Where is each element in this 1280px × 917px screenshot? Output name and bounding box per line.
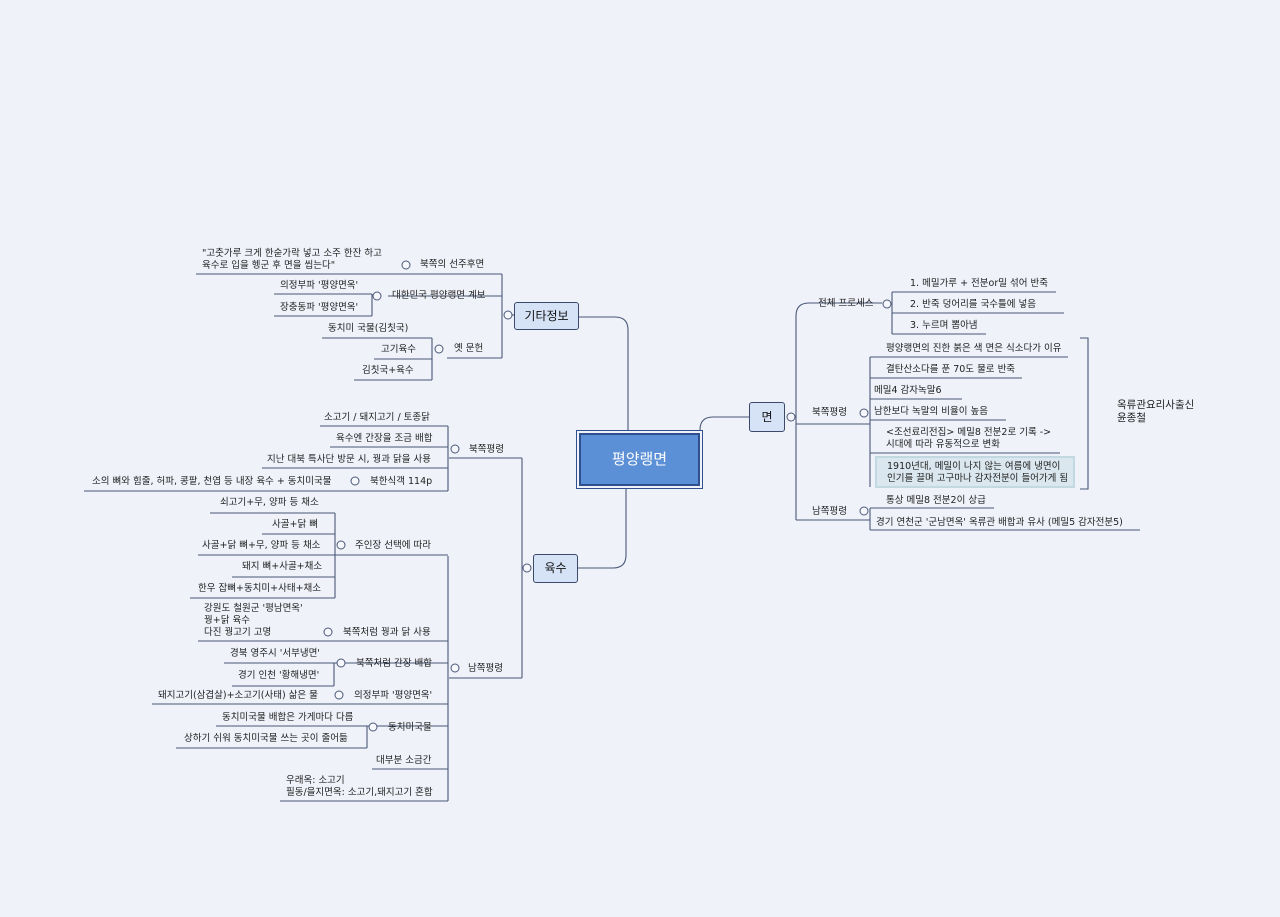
broth-dongchimi-item[interactable]: 동치미국물 배합은 가게마다 다름 xyxy=(222,712,354,723)
misc-quote-line1[interactable]: "고춧가루 크게 한숟가락 넣고 소주 한잔 하고 xyxy=(202,248,382,259)
broth-pheasant-line[interactable]: 다진 꿩고기 고명 xyxy=(204,627,272,638)
noodle-source-line1[interactable]: 옥류관요리사출신 xyxy=(1117,399,1195,411)
broth-ulmildae-line2[interactable]: 필동/을지면옥: 소고기,돼지고기 혼합 xyxy=(286,787,433,798)
misc-dongchimi[interactable]: 동치미 국물(김칫국) xyxy=(328,323,409,334)
noodle-south-item[interactable]: 경기 연천군 '군남면옥' 옥류관 배합과 유사 (메밀5 감자전분5) xyxy=(876,517,1123,528)
noodle-highlight-box[interactable]: 1910년대, 메밀이 나지 않는 여름에 냉면이 인기를 끌며 고구마나 감자… xyxy=(875,456,1075,488)
broth-owner-item[interactable]: 사골+닭 뼈 xyxy=(272,519,318,530)
noodle-process-label[interactable]: 전체 프로세스 xyxy=(818,298,874,309)
noodle-process-step[interactable]: 2. 반죽 덩어리를 국수틀에 넣음 xyxy=(910,299,1037,310)
noodle-north-label[interactable]: 북쪽평령 xyxy=(812,407,847,418)
broth-pheasant-line[interactable]: 강원도 철원군 '평남면옥' xyxy=(204,603,303,614)
broth-owner-item[interactable]: 쇠고기+무, 양파 등 채소 xyxy=(220,497,319,508)
broth-north-diet-detail[interactable]: 소의 뼈와 힘줄, 허파, 콩팥, 천엽 등 내장 육수 + 동치미국물 xyxy=(92,476,332,487)
noodle-north-item[interactable]: 남한보다 녹말의 비율이 높음 xyxy=(874,406,988,417)
noodle-north-item[interactable]: 메밀4 감자녹말6 xyxy=(874,385,942,396)
broth-north-item[interactable]: 육수엔 간장을 조금 배합 xyxy=(336,433,433,444)
noodle-north-item[interactable]: 평양랭면의 진한 붉은 색 면은 식소다가 이유 xyxy=(886,343,1062,354)
misc-northern-after-drink[interactable]: 북쪽의 선주후면 xyxy=(420,259,485,270)
noodle-process-step[interactable]: 3. 누르며 뽑아냄 xyxy=(910,320,978,331)
misc-kimchi-broth[interactable]: 김칫국+육수 xyxy=(362,365,414,376)
misc-jangchung[interactable]: 장충동파 '평양면옥' xyxy=(280,302,359,313)
broth-pheasant-label[interactable]: 북쪽처럼 꿩과 닭 사용 xyxy=(343,627,431,638)
noodle-source-line2[interactable]: 윤종철 xyxy=(1117,412,1146,424)
broth-uijeongbu-detail[interactable]: 돼지고기(삼겹살)+소고기(사태) 삶은 물 xyxy=(158,690,318,701)
broth-north-item[interactable]: 소고기 / 돼지고기 / 토종닭 xyxy=(324,412,430,423)
noodle-record-line1[interactable]: <조선료리전집> 메밀8 전분2로 기록 -> xyxy=(886,427,1052,438)
broth-soy-label[interactable]: 북쪽처럼 간장 배합 xyxy=(356,658,432,669)
broth-uijeongbu[interactable]: 의정부파 '평양면옥' xyxy=(354,690,433,701)
broth-north-diet[interactable]: 북한식객 114p xyxy=(370,476,433,487)
broth-dongchimi-item[interactable]: 상하기 쉬워 동치미국물 쓰는 곳이 줄어듦 xyxy=(184,733,348,744)
broth-owner-item[interactable]: 사골+닭 뼈+무, 양파 등 채소 xyxy=(202,540,321,551)
misc-meat-broth[interactable]: 고기육수 xyxy=(381,344,416,355)
broth-north-item[interactable]: 지난 대북 특사단 방문 시, 꿩과 닭을 사용 xyxy=(267,454,431,465)
topic-broth[interactable]: 육수 xyxy=(533,554,578,583)
broth-soy-item[interactable]: 경기 인천 '황해냉면' xyxy=(238,670,320,681)
noodle-highlight-line2: 인기를 끌며 고구마나 감자전분이 들어가게 됨 xyxy=(887,473,1069,484)
misc-old-literature[interactable]: 옛 문헌 xyxy=(454,343,484,354)
noodle-record-line2[interactable]: 시대에 따라 유동적으로 변화 xyxy=(886,439,1000,450)
broth-south-label[interactable]: 남쪽평령 xyxy=(468,663,503,674)
topic-misc[interactable]: 기타정보 xyxy=(514,302,579,330)
noodle-highlight-line1: 1910년대, 메밀이 나지 않는 여름에 냉면이 xyxy=(887,461,1061,472)
noodle-north-item[interactable]: 결탄산소다를 푼 70도 물로 반죽 xyxy=(886,364,1016,375)
broth-owner-item[interactable]: 돼지 뼈+사골+채소 xyxy=(242,561,323,572)
broth-soy-item[interactable]: 경북 영주시 '서부냉면' xyxy=(230,648,320,659)
topic-noodle[interactable]: 면 xyxy=(749,402,785,432)
noodle-south-label[interactable]: 남쪽평령 xyxy=(812,506,847,517)
broth-owner-choice[interactable]: 주인장 선택에 따라 xyxy=(355,540,431,551)
broth-dongchimi-label[interactable]: 동치미국물 xyxy=(388,722,432,733)
broth-ulmildae-line1[interactable]: 우래옥: 소고기 xyxy=(286,775,345,786)
noodle-south-item[interactable]: 통상 메밀8 전분2이 상급 xyxy=(886,495,986,506)
central-topic[interactable]: 평양랭면 xyxy=(576,430,703,489)
broth-salt[interactable]: 대부분 소금간 xyxy=(376,755,432,766)
broth-owner-item[interactable]: 한우 잡뼈+동치미+사태+채소 xyxy=(198,583,322,594)
broth-north-label[interactable]: 북쪽평령 xyxy=(469,444,504,455)
noodle-process-step[interactable]: 1. 메밀가루 + 전분or밀 섞어 반죽 xyxy=(910,278,1048,289)
broth-pheasant-line[interactable]: 꿩+닭 육수 xyxy=(204,615,250,626)
misc-korea-lineage[interactable]: 대한민국 평양랭면 계보 xyxy=(392,290,486,301)
misc-quote-line2[interactable]: 육수로 입을 헹군 후 면을 씹는다" xyxy=(202,260,336,271)
misc-uijeongbu[interactable]: 의정부파 '평양면옥' xyxy=(280,280,359,291)
